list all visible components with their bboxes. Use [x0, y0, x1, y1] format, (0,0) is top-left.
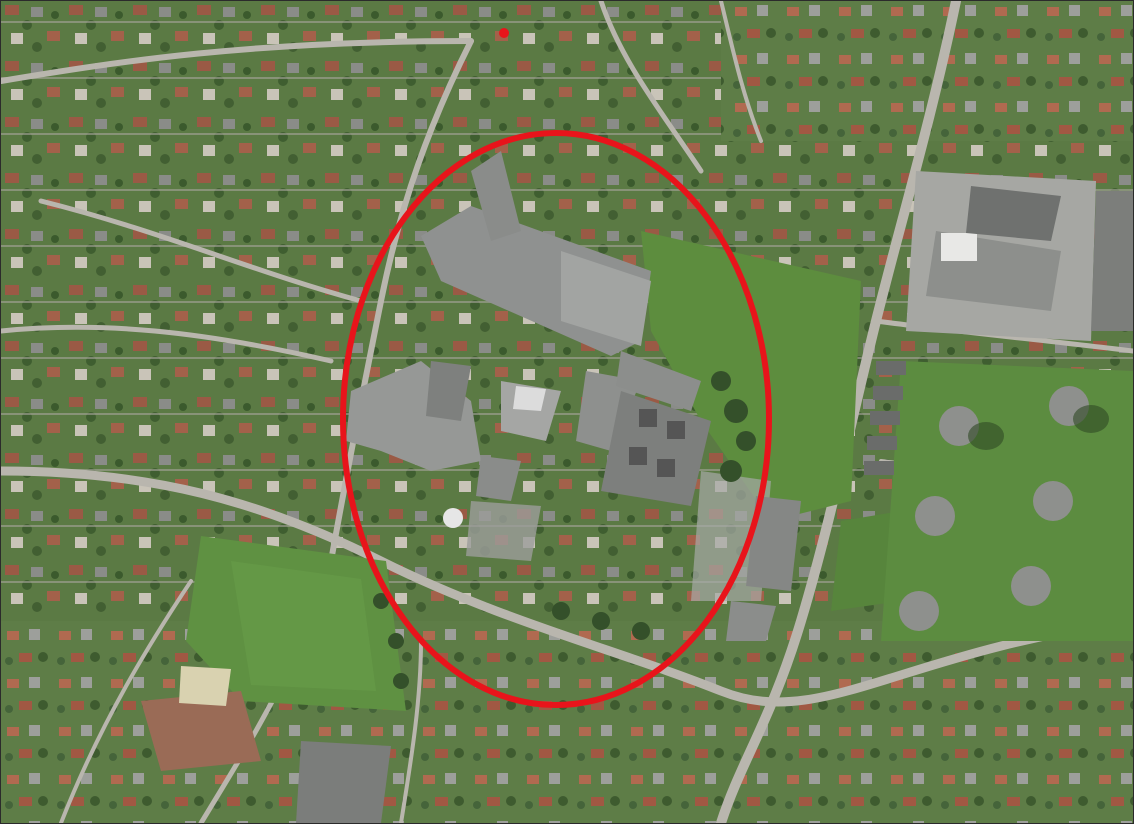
sports-field-pitch	[231, 561, 376, 691]
shopping-center	[906, 171, 1133, 341]
green-park	[641, 231, 861, 521]
tree-line	[373, 371, 756, 689]
building-south	[296, 741, 391, 823]
campus-buildings	[346, 151, 801, 641]
highlight-ellipse	[340, 130, 772, 708]
parking-blocks	[864, 361, 906, 475]
apartment-clusters	[899, 386, 1109, 631]
location-marker[interactable]	[499, 28, 509, 38]
building-southwest	[141, 691, 261, 771]
green-strip	[831, 511, 901, 611]
court-southwest	[179, 666, 231, 706]
